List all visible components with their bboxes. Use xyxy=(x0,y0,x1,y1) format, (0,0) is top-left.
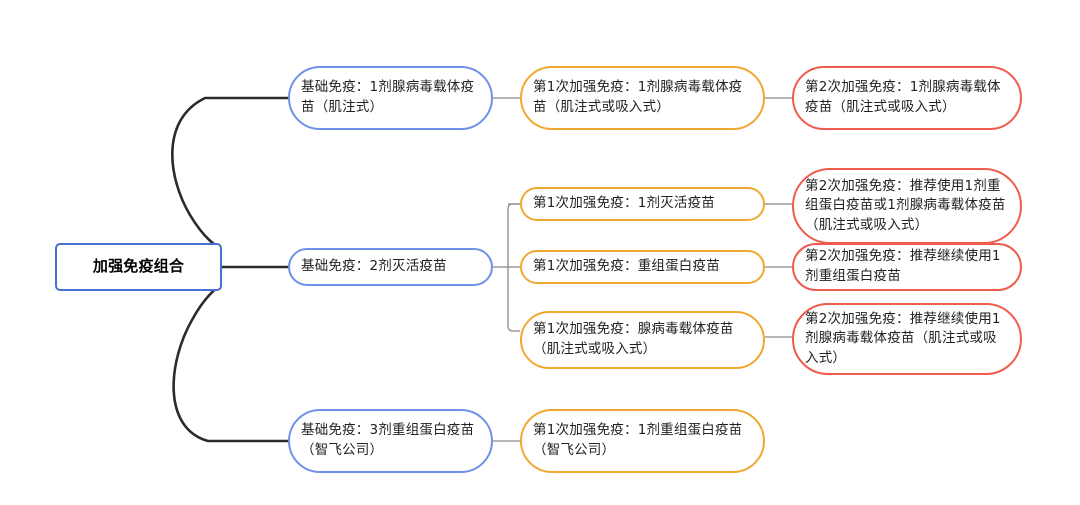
node-label: 第1次加强免疫：重组蛋白疫苗 xyxy=(533,258,720,275)
node-label: 基础免疫：3剂重组蛋白疫苗（智飞公司） xyxy=(301,422,475,458)
node-second-booster-adenovirus[interactable]: 第2次加强免疫：1剂腺病毒载体疫苗（肌注式或吸入式） xyxy=(792,66,1022,130)
node-label: 第2次加强免疫：推荐继续使用1剂重组蛋白疫苗 xyxy=(805,248,1001,284)
node-second-booster-recombinant-or-adenovirus[interactable]: 第2次加强免疫：推荐使用1剂重组蛋白疫苗或1剂腺病毒载体疫苗（肌注式或吸入式） xyxy=(792,168,1022,244)
node-label: 第2次加强免疫：1剂腺病毒载体疫苗（肌注式或吸入式） xyxy=(805,79,1001,115)
node-label: 第2次加强免疫：推荐使用1剂重组蛋白疫苗或1剂腺病毒载体疫苗（肌注式或吸入式） xyxy=(805,177,1006,233)
node-basic-immunization-recombinant[interactable]: 基础免疫：3剂重组蛋白疫苗（智飞公司） xyxy=(288,409,493,473)
node-second-booster-continue-recombinant[interactable]: 第2次加强免疫：推荐继续使用1剂重组蛋白疫苗 xyxy=(792,243,1022,291)
node-first-booster-adenovirus[interactable]: 第1次加强免疫：1剂腺病毒载体疫苗（肌注式或吸入式） xyxy=(520,66,765,130)
node-first-booster-adenovirus-alt[interactable]: 第1次加强免疫：腺病毒载体疫苗（肌注式或吸入式） xyxy=(520,311,765,369)
root-connector-branch-3 xyxy=(172,286,290,443)
root-node[interactable]: 加强免疫组合 xyxy=(55,243,222,291)
node-label: 第1次加强免疫：腺病毒载体疫苗（肌注式或吸入式） xyxy=(533,321,734,357)
node-first-booster-recombinant[interactable]: 第1次加强免疫：重组蛋白疫苗 xyxy=(520,250,765,284)
node-basic-immunization-inactivated[interactable]: 基础免疫：2剂灭活疫苗 xyxy=(288,248,493,286)
root-node-label: 加强免疫组合 xyxy=(92,257,185,276)
node-first-booster-inactivated[interactable]: 第1次加强免疫：1剂灭活疫苗 xyxy=(520,187,765,221)
node-label: 第1次加强免疫：1剂灭活疫苗 xyxy=(533,195,715,212)
node-second-booster-continue-adenovirus[interactable]: 第2次加强免疫：推荐继续使用1剂腺病毒载体疫苗（肌注式或吸入式） xyxy=(792,303,1022,375)
node-label: 第1次加强免疫：1剂腺病毒载体疫苗（肌注式或吸入式） xyxy=(533,79,743,115)
node-first-booster-recombinant-zhifei[interactable]: 第1次加强免疫：1剂重组蛋白疫苗（智飞公司） xyxy=(520,409,765,473)
node-label: 基础免疫：2剂灭活疫苗 xyxy=(301,258,447,275)
node-label: 第1次加强免疫：1剂重组蛋白疫苗（智飞公司） xyxy=(533,422,743,458)
node-label: 基础免疫：1剂腺病毒载体疫苗（肌注式） xyxy=(301,79,475,115)
connector-b2-bracket xyxy=(507,203,520,332)
node-label: 第2次加强免疫：推荐继续使用1剂腺病毒载体疫苗（肌注式或吸入式） xyxy=(805,310,1001,366)
node-basic-immunization-adenovirus[interactable]: 基础免疫：1剂腺病毒载体疫苗（肌注式） xyxy=(288,66,493,130)
root-connector-branch-1 xyxy=(171,96,290,248)
